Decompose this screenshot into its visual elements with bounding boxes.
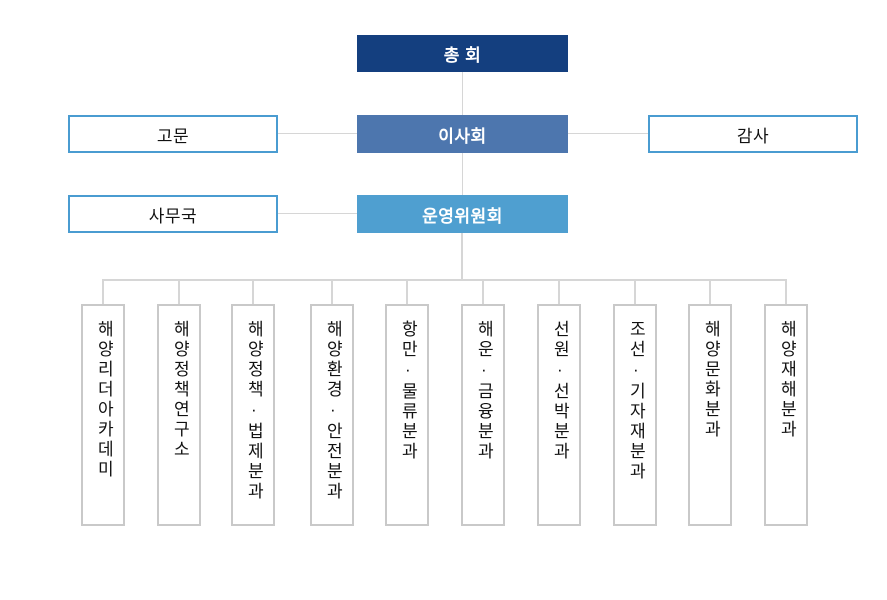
connector-stub-2 xyxy=(178,279,180,304)
connector-stub-10 xyxy=(785,279,787,304)
division-label: 해운·금융분과 xyxy=(474,320,494,462)
node-division-seafarer-vessel: 선원·선박분과 xyxy=(537,304,581,526)
connector-stub-1 xyxy=(102,279,104,304)
node-division-marine-culture: 해양문화분과 xyxy=(688,304,732,526)
division-label: 해양환경·안전분과 xyxy=(323,320,343,502)
node-auditor-label: 감사 xyxy=(736,126,770,146)
node-division-marine-policy-institute: 해양정책연구소 xyxy=(157,304,201,526)
node-secretariat: 사무국 xyxy=(68,195,278,233)
node-secretariat-label: 사무국 xyxy=(148,206,198,226)
connector-tree-horizontal xyxy=(102,279,787,281)
node-division-policy-legislation: 해양정책·법제분과 xyxy=(231,304,275,526)
connector-stub-5 xyxy=(406,279,408,304)
connector-board-auditor xyxy=(568,133,648,134)
division-label: 조선·기자재분과 xyxy=(626,320,646,482)
division-label: 해양리더아카데미 xyxy=(94,320,114,480)
connector-stub-8 xyxy=(634,279,636,304)
node-steering-committee: 운영위원회 xyxy=(357,195,568,233)
node-advisor-label: 고문 xyxy=(156,126,190,146)
node-board-label: 이사회 xyxy=(438,126,487,146)
division-label: 해양정책·법제분과 xyxy=(244,320,264,502)
connector-stub-4 xyxy=(331,279,333,304)
node-division-environment-safety: 해양환경·안전분과 xyxy=(310,304,354,526)
node-general-assembly-label: 총 회 xyxy=(443,46,482,65)
connector-stub-9 xyxy=(709,279,711,304)
division-label: 선원·선박분과 xyxy=(550,320,570,462)
division-label: 항만·물류분과 xyxy=(398,320,418,462)
node-auditor: 감사 xyxy=(648,115,858,153)
connector-board-steering xyxy=(462,153,463,195)
node-division-port-logistics: 항만·물류분과 xyxy=(385,304,429,526)
connector-assembly-board xyxy=(462,72,463,115)
node-division-marine-leader-academy: 해양리더아카데미 xyxy=(81,304,125,526)
connector-stub-6 xyxy=(482,279,484,304)
connector-steering-tree xyxy=(461,233,463,279)
node-board: 이사회 xyxy=(357,115,568,153)
division-label: 해양문화분과 xyxy=(701,320,721,440)
division-label: 해양재해분과 xyxy=(777,320,797,440)
connector-stub-7 xyxy=(558,279,560,304)
node-general-assembly: 총 회 xyxy=(357,35,568,72)
node-advisor: 고문 xyxy=(68,115,278,153)
node-steering-committee-label: 운영위원회 xyxy=(422,206,503,226)
node-division-shipping-finance: 해운·금융분과 xyxy=(461,304,505,526)
node-division-shipbuilding-equipment: 조선·기자재분과 xyxy=(613,304,657,526)
node-division-marine-disaster: 해양재해분과 xyxy=(764,304,808,526)
connector-stub-3 xyxy=(252,279,254,304)
connector-advisor-board xyxy=(278,133,357,134)
division-label: 해양정책연구소 xyxy=(170,320,190,460)
connector-secretariat-steering xyxy=(278,213,357,214)
